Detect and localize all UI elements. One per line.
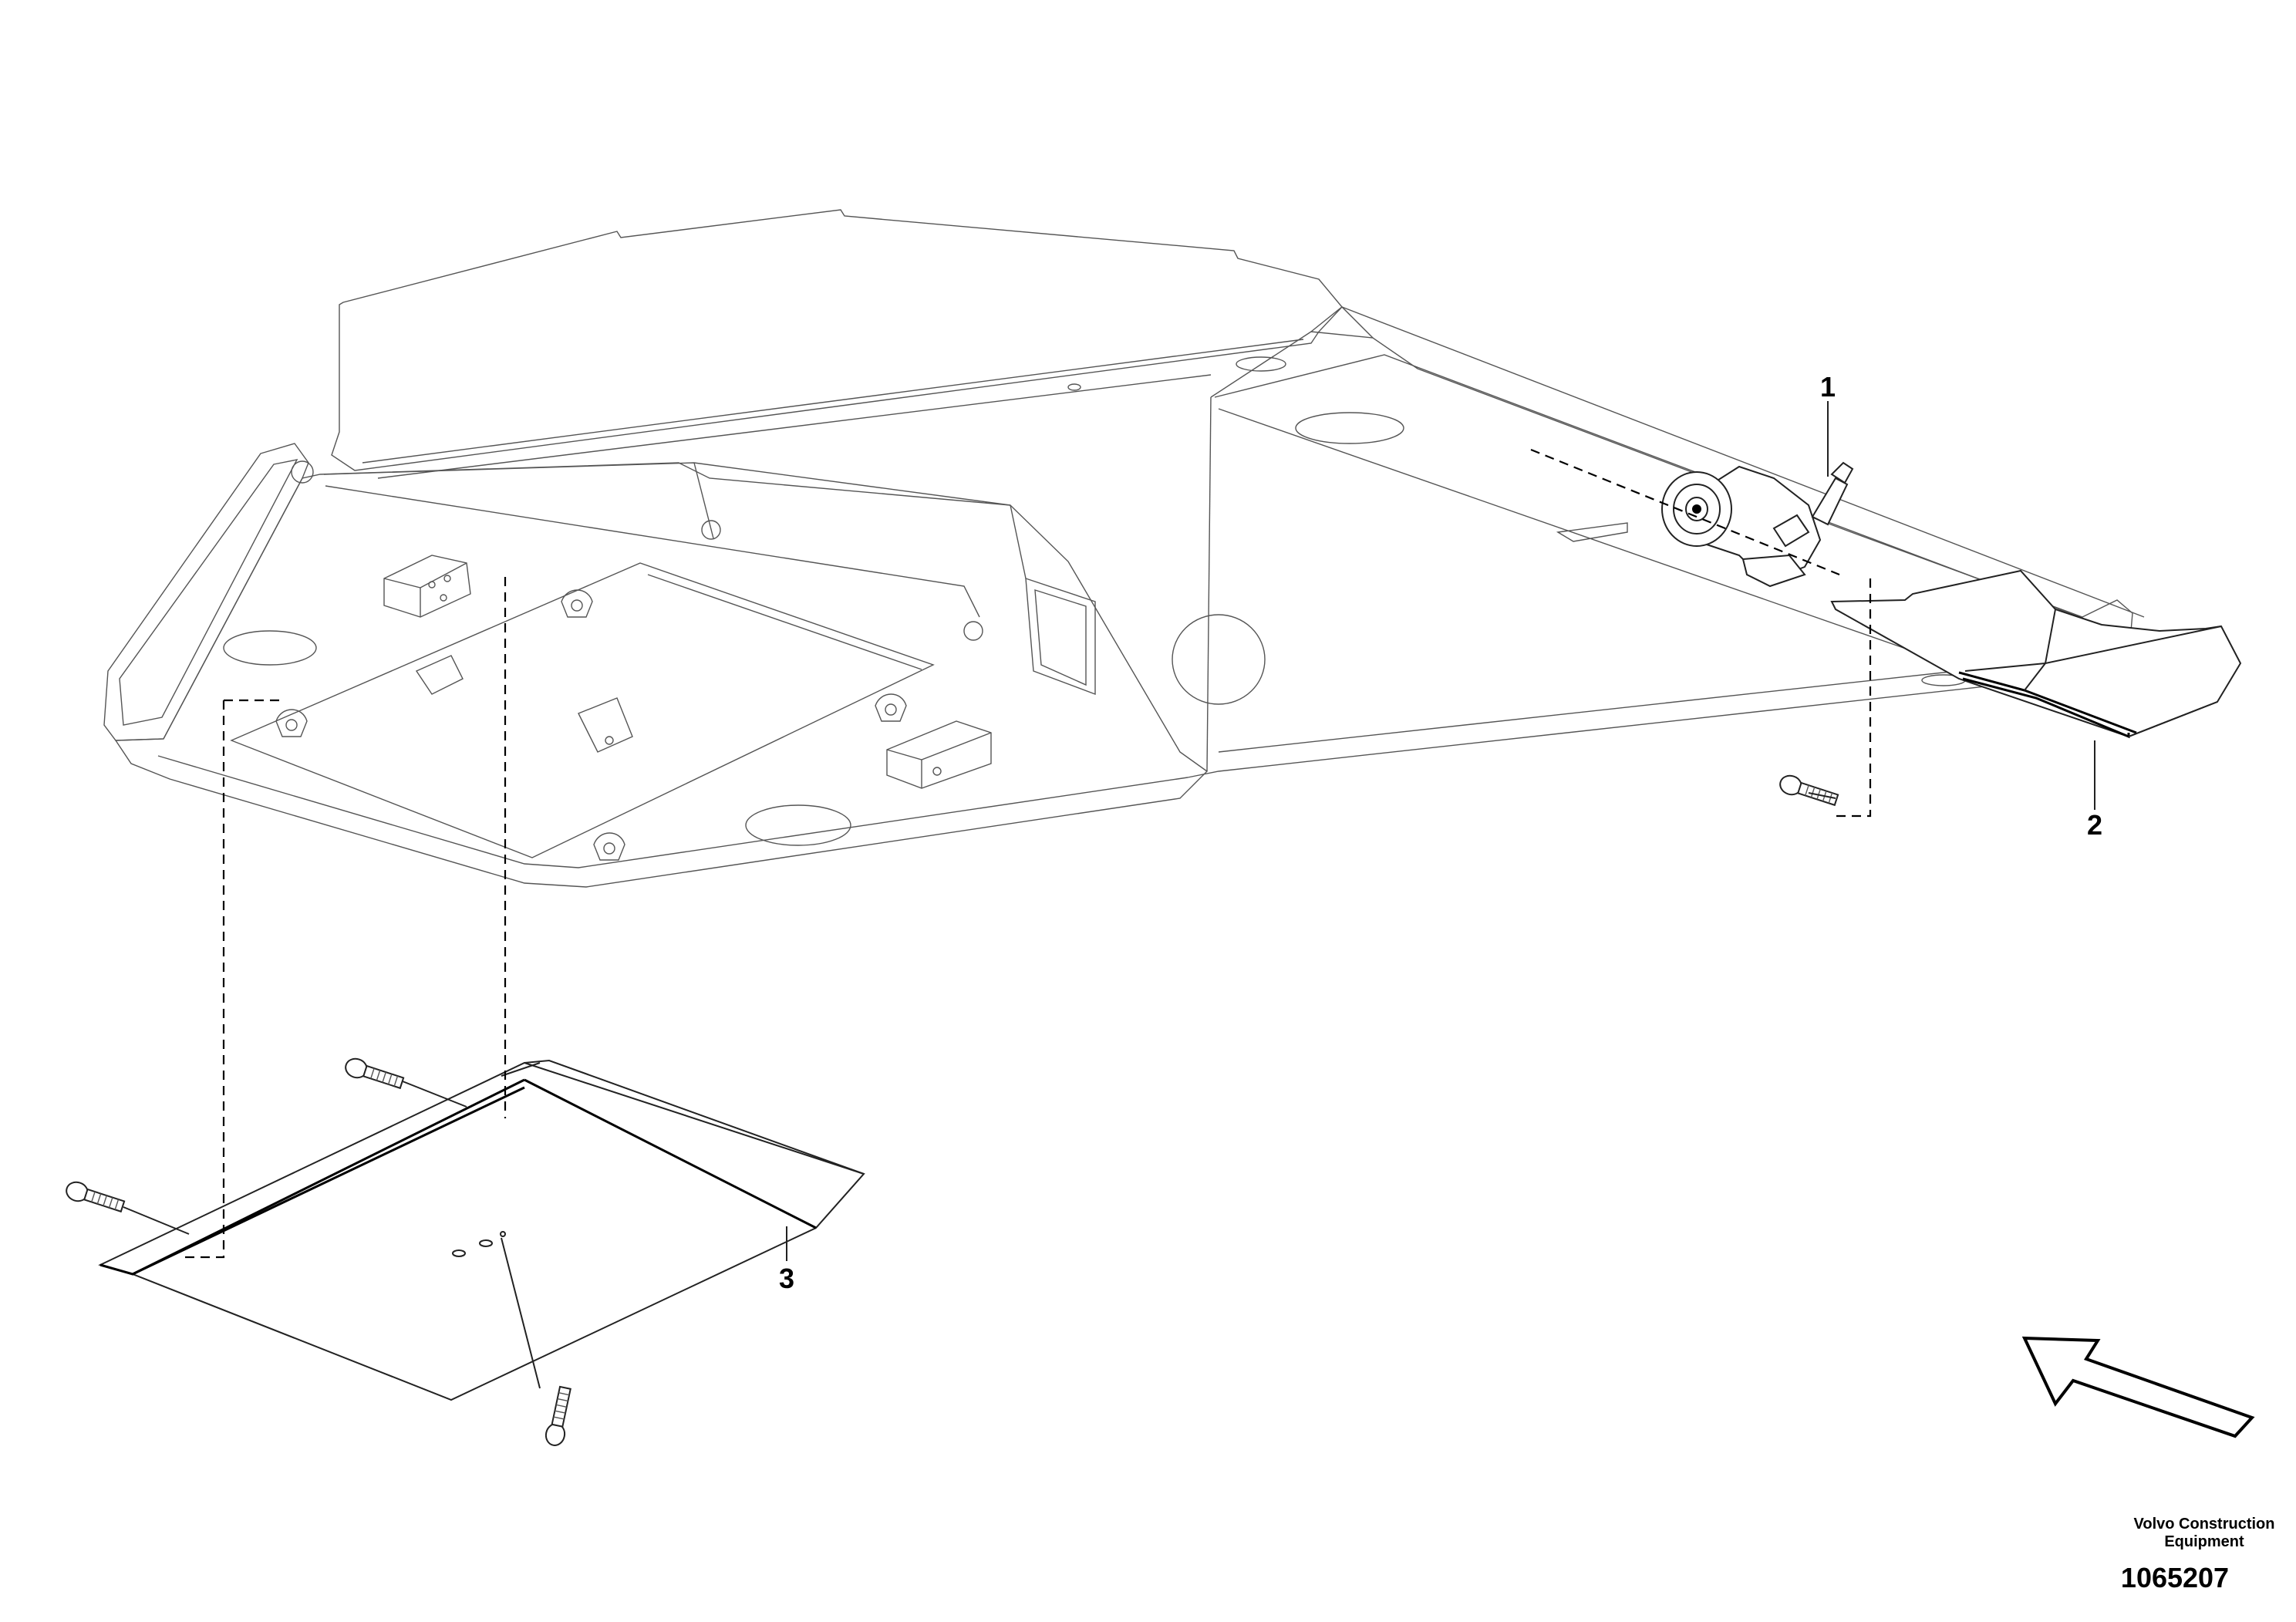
callout-leaders <box>786 401 2095 1261</box>
cab-roof-panel-icon <box>103 209 2183 888</box>
direction-arrow-icon <box>2021 1336 2255 1438</box>
floor-plate-icon <box>98 1059 865 1401</box>
document-number: 1065207 <box>2121 1562 2229 1593</box>
bolt-icon <box>66 774 1839 1446</box>
assembly-lines <box>123 448 1872 1389</box>
brand-line-2: Equipment <box>2164 1533 2244 1550</box>
callout-3: 3 <box>779 1263 794 1294</box>
brand-line-1: Volvo Construction <box>2134 1516 2275 1533</box>
wiper-motor-icon <box>1661 461 1854 588</box>
callout-2: 2 <box>2087 809 2102 841</box>
callout-1: 1 <box>1820 371 1836 403</box>
wiper-cover-icon <box>1830 569 2242 739</box>
